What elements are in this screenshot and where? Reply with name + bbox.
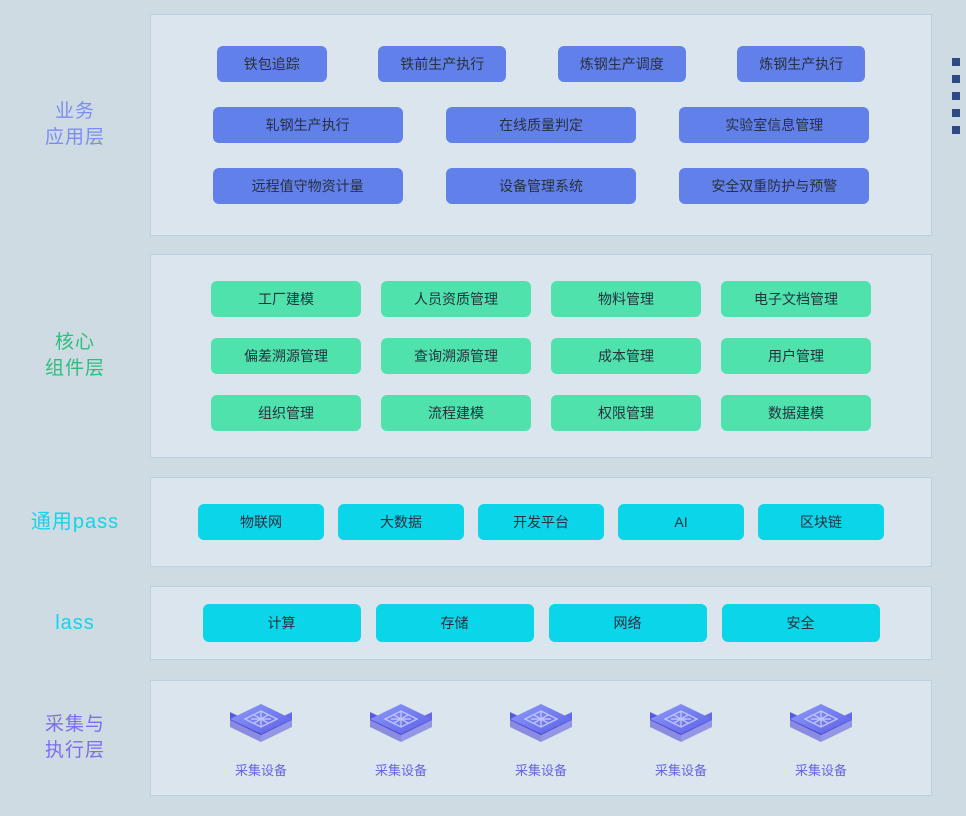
decoration-dot xyxy=(952,92,960,100)
chip-online-quality-judgement[interactable]: 在线质量判定 xyxy=(445,107,636,143)
chip-cost-management[interactable]: 成本管理 xyxy=(551,338,701,374)
device-caption: 采集设备 xyxy=(374,762,427,778)
device-row: 采集设备 xyxy=(151,698,931,779)
chip-equipment-management-system[interactable]: 设备管理系统 xyxy=(445,168,636,204)
layer-panel-business-application: 铁包追踪 铁前生产执行 炼钢生产调度 炼钢生产执行 轧钢生产执行 在线质量判定 … xyxy=(150,14,932,236)
decoration-dot xyxy=(952,58,960,66)
device-caption: 采集设备 xyxy=(794,762,847,778)
device-cube-icon xyxy=(644,698,718,756)
chip-network[interactable]: 网络 xyxy=(548,604,707,642)
chip-row: 铁包追踪 铁前生产执行 炼钢生产调度 炼钢生产执行 xyxy=(151,46,931,82)
layer-label-iaas: lass xyxy=(55,612,95,634)
chip-electronic-document-management[interactable]: 电子文档管理 xyxy=(721,281,871,317)
chip-personnel-qualification-management[interactable]: 人员资质管理 xyxy=(381,281,531,317)
device-cube-icon xyxy=(504,698,578,756)
chip-row: 组织管理 流程建模 权限管理 数据建模 xyxy=(151,395,931,431)
chip-rolling-production-execution[interactable]: 轧钢生产执行 xyxy=(212,107,403,143)
chip-row: 计算 存储 网络 安全 xyxy=(151,604,931,642)
layer-core-component: 核心 组件层 工厂建模 人员资质管理 物料管理 电子文档管理 偏差溯源管理 查询… xyxy=(0,254,932,458)
device-item[interactable]: 采集设备 xyxy=(486,698,596,779)
decoration-dot xyxy=(952,109,960,117)
chip-big-data[interactable]: 大数据 xyxy=(338,504,464,540)
chip-pre-iron-production-execution[interactable]: 铁前生产执行 xyxy=(378,46,507,82)
chip-steelmaking-production-scheduling[interactable]: 炼钢生产调度 xyxy=(557,46,686,82)
device-cube-icon xyxy=(364,698,438,756)
chip-row: 远程值守物资计量 设备管理系统 安全双重防护与预警 xyxy=(151,168,931,204)
chip-iron-ladle-tracking[interactable]: 铁包追踪 xyxy=(216,46,327,82)
chip-permission-management[interactable]: 权限管理 xyxy=(551,395,701,431)
chip-row: 偏差溯源管理 查询溯源管理 成本管理 用户管理 xyxy=(151,338,931,374)
layer-collection-execution: 采集与 执行层 xyxy=(0,680,932,796)
edge-decoration-dots xyxy=(952,58,966,134)
decoration-dot xyxy=(952,75,960,83)
layer-label-core-component: 核心 组件层 xyxy=(44,332,105,379)
layer-panel-iaas: 计算 存储 网络 安全 xyxy=(150,586,932,660)
chip-query-traceability-management[interactable]: 查询溯源管理 xyxy=(381,338,531,374)
layer-panel-core-component: 工厂建模 人员资质管理 物料管理 电子文档管理 偏差溯源管理 查询溯源管理 成本… xyxy=(150,254,932,458)
device-caption: 采集设备 xyxy=(234,762,287,778)
device-caption: 采集设备 xyxy=(654,762,707,778)
chip-user-management[interactable]: 用户管理 xyxy=(721,338,871,374)
layer-business-application: 业务 应用层 铁包追踪 铁前生产执行 炼钢生产调度 炼钢生产执行 轧钢生产执行 … xyxy=(0,14,932,236)
device-item[interactable]: 采集设备 xyxy=(206,698,316,779)
chip-blockchain[interactable]: 区块链 xyxy=(758,504,884,540)
device-item[interactable]: 采集设备 xyxy=(626,698,736,779)
chip-row: 轧钢生产执行 在线质量判定 实验室信息管理 xyxy=(151,107,931,143)
chip-data-modeling[interactable]: 数据建模 xyxy=(721,395,871,431)
layer-label-business-application: 业务 应用层 xyxy=(44,101,105,148)
chip-security[interactable]: 安全 xyxy=(721,604,880,642)
chip-remote-unattended-material-metering[interactable]: 远程值守物资计量 xyxy=(212,168,403,204)
device-cube-icon xyxy=(784,698,858,756)
chip-development-platform[interactable]: 开发平台 xyxy=(478,504,604,540)
layer-label-general-pass: 通用pass xyxy=(30,511,120,533)
chip-row: 工厂建模 人员资质管理 物料管理 电子文档管理 xyxy=(151,281,931,317)
chip-factory-modeling[interactable]: 工厂建模 xyxy=(211,281,361,317)
device-item[interactable]: 采集设备 xyxy=(346,698,456,779)
device-item[interactable]: 采集设备 xyxy=(766,698,876,779)
chip-compute[interactable]: 计算 xyxy=(202,604,361,642)
device-cube-icon xyxy=(224,698,298,756)
device-caption: 采集设备 xyxy=(514,762,567,778)
chip-deviation-traceability-management[interactable]: 偏差溯源管理 xyxy=(211,338,361,374)
layer-iaas: lass 计算 存储 网络 安全 xyxy=(0,586,932,660)
chip-material-management[interactable]: 物料管理 xyxy=(551,281,701,317)
chip-storage[interactable]: 存储 xyxy=(375,604,534,642)
layer-panel-collection-execution: 采集设备 xyxy=(150,680,932,796)
layer-general-pass: 通用pass 物联网 大数据 开发平台 AI 区块链 xyxy=(0,477,932,567)
chip-internet-of-things[interactable]: 物联网 xyxy=(198,504,324,540)
chip-organization-management[interactable]: 组织管理 xyxy=(211,395,361,431)
chip-row: 物联网 大数据 开发平台 AI 区块链 xyxy=(151,504,931,540)
layer-panel-general-pass: 物联网 大数据 开发平台 AI 区块链 xyxy=(150,477,932,567)
chip-laboratory-information-management[interactable]: 实验室信息管理 xyxy=(679,107,870,143)
layer-label-collection-execution: 采集与 执行层 xyxy=(44,714,105,761)
chip-process-modeling[interactable]: 流程建模 xyxy=(381,395,531,431)
chip-safety-dual-prevention-and-warning[interactable]: 安全双重防护与预警 xyxy=(679,168,870,204)
chip-steelmaking-production-execution[interactable]: 炼钢生产执行 xyxy=(737,46,866,82)
chip-ai[interactable]: AI xyxy=(618,504,744,540)
decoration-dot xyxy=(952,126,960,134)
